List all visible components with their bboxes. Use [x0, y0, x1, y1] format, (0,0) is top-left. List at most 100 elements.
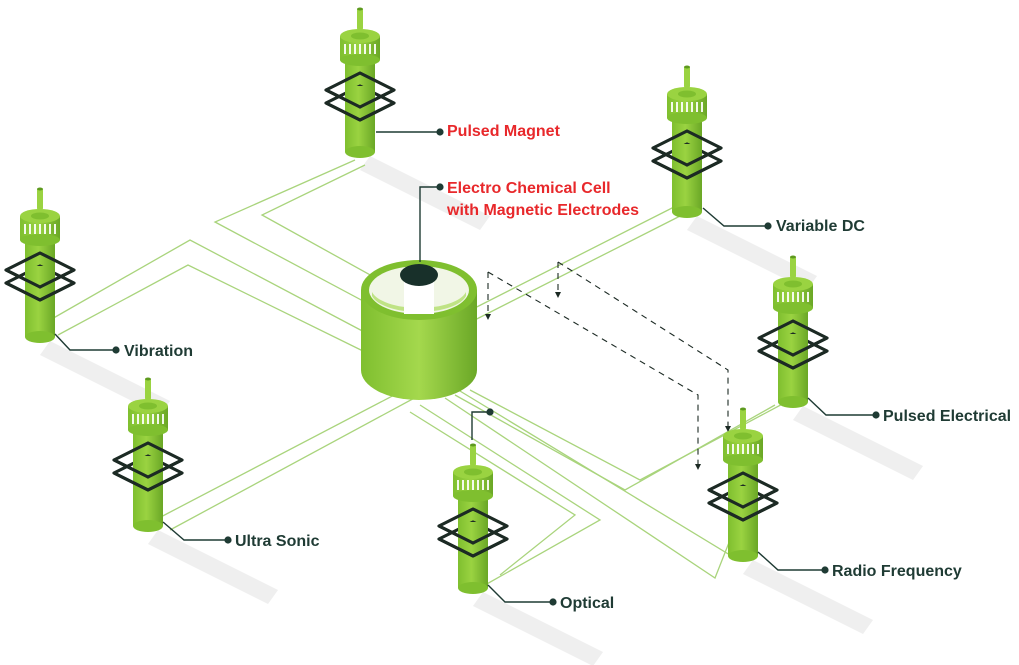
collar-bottom	[723, 454, 763, 466]
leader-ultra-sonic	[162, 521, 228, 541]
coil-ring-front	[325, 88, 395, 109]
arrowhead	[725, 426, 731, 432]
collar-tooth	[671, 102, 673, 112]
collar-tooth	[354, 44, 356, 54]
leader-dot	[764, 222, 772, 230]
wire-ultra-sonic-inner	[169, 394, 421, 531]
coil-ring-front	[758, 336, 828, 357]
arrowhead	[555, 292, 561, 298]
wire-optical	[419, 404, 602, 586]
collar-tooth	[157, 414, 159, 424]
collar-tooth	[44, 224, 46, 234]
collar-tooth	[792, 292, 794, 302]
coil-ring-front	[5, 268, 75, 289]
center-title-line2: with Magnetic Electrodes	[446, 202, 639, 219]
dashed-outline-b	[487, 271, 699, 468]
probe-tip	[790, 256, 796, 278]
collar-tooth	[747, 444, 749, 454]
collar-top-inner	[734, 432, 752, 440]
collar-tooth	[477, 480, 479, 490]
collar-tooth	[142, 414, 144, 424]
leader-optical	[487, 584, 553, 603]
leader-dot	[436, 128, 444, 136]
leader-dot	[436, 183, 444, 191]
collar-bottom	[453, 490, 493, 502]
probe-tip-cap	[684, 65, 690, 69]
center-title-line1: Electro Chemical Cell	[447, 180, 611, 197]
probe-tip	[145, 378, 151, 400]
collar-tooth	[782, 292, 784, 302]
collar-tooth	[462, 480, 464, 490]
collar-tooth	[137, 414, 139, 424]
wire-pulsed-magnet	[213, 159, 396, 319]
collar-top-inner	[351, 32, 369, 40]
device-shadow	[148, 530, 278, 604]
electro-chemical-cell	[361, 260, 477, 400]
collar-tooth	[797, 292, 799, 302]
probe-tip	[357, 8, 363, 30]
leader-dot	[224, 536, 232, 544]
device-base	[25, 331, 55, 343]
dashed-arrowheads	[485, 292, 731, 470]
collar-tooth	[24, 224, 26, 234]
arrowhead	[485, 314, 491, 320]
coil-ring-front	[652, 146, 722, 167]
device-shadow	[473, 592, 603, 665]
probe-tip-cap	[790, 255, 796, 259]
cell-body	[361, 290, 477, 400]
collar-tooth	[676, 102, 678, 112]
device-pulsed-electrical	[757, 255, 829, 408]
leader-dot	[821, 566, 829, 574]
collar-tooth	[369, 44, 371, 54]
collar-bottom	[340, 54, 380, 66]
cell-inner-green	[372, 292, 466, 312]
labels: Electro Chemical Cell with Magnetic Elec…	[124, 123, 1011, 612]
collar-tooth	[701, 102, 703, 112]
device-shadow	[793, 406, 923, 480]
leader-dot	[549, 598, 557, 606]
leader-center	[419, 186, 440, 262]
coil-ring-front	[438, 537, 508, 558]
collar-tooth	[147, 414, 149, 424]
collar-tooth	[364, 44, 366, 54]
collar-tooth	[472, 480, 474, 490]
device-body-front	[25, 266, 55, 288]
collar-tooth	[49, 224, 51, 234]
dashed-panel	[487, 261, 729, 468]
collar-tooth	[349, 44, 351, 54]
probe-tip	[470, 444, 476, 466]
collar-tooth	[374, 44, 376, 54]
collar-tooth	[802, 292, 804, 302]
wire-optical-inner	[409, 411, 577, 576]
collar-tooth	[691, 102, 693, 112]
collar-top-inner	[31, 212, 49, 220]
leader-variable-dc	[702, 207, 768, 227]
collar-tooth	[732, 444, 734, 454]
leader-lines	[54, 128, 880, 606]
coil-ring-front	[652, 159, 722, 180]
device-ultra-sonic	[112, 377, 184, 532]
device-body-front	[133, 456, 163, 478]
collar-tooth	[162, 414, 164, 424]
probe-tip-cap	[145, 377, 151, 381]
leader-dot	[872, 411, 880, 419]
collar-bottom	[773, 302, 813, 314]
leader-radio-frequency	[757, 551, 825, 571]
coil-ring-front	[325, 101, 395, 122]
coil-ring-front	[113, 458, 183, 479]
probe-tip	[37, 188, 43, 210]
collar-tooth	[54, 224, 56, 234]
collar-tooth	[807, 292, 809, 302]
collar-tooth	[487, 480, 489, 490]
collar-tooth	[752, 444, 754, 454]
collar-tooth	[34, 224, 36, 234]
collar-tooth	[39, 224, 41, 234]
probe-tip-cap	[740, 407, 746, 411]
collar-tooth	[696, 102, 698, 112]
label-variable-dc: Variable DC	[776, 218, 865, 235]
device-optical	[437, 443, 509, 594]
collar-bottom	[20, 234, 60, 246]
collar-top-inner	[678, 90, 696, 98]
device-body-front	[728, 486, 758, 508]
